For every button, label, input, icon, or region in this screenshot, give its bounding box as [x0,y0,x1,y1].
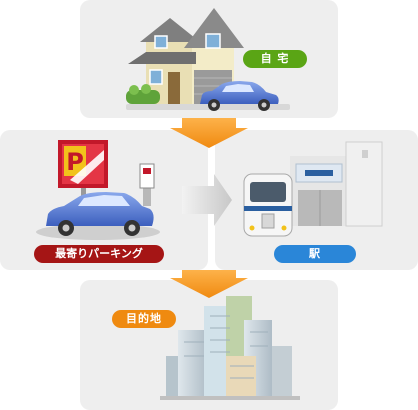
parking-car-icon [36,192,160,240]
home-label: 自 宅 [243,50,307,68]
city-buildings-icon [160,296,300,400]
arrow-down-icon [170,118,248,148]
station-label: 駅 [274,245,356,263]
parking-sign-icon: P [58,140,155,210]
arrow-right-icon [182,174,232,226]
train-icon [243,173,293,237]
parking-sign-letter: P [66,148,84,176]
parking-label: 最寄りパーキング [34,245,164,263]
house-illustration [126,8,290,110]
station-building-icon [290,141,383,227]
arrow-down-icon-2 [170,270,248,298]
destination-label: 目的地 [112,310,176,328]
car-icon [200,81,279,111]
